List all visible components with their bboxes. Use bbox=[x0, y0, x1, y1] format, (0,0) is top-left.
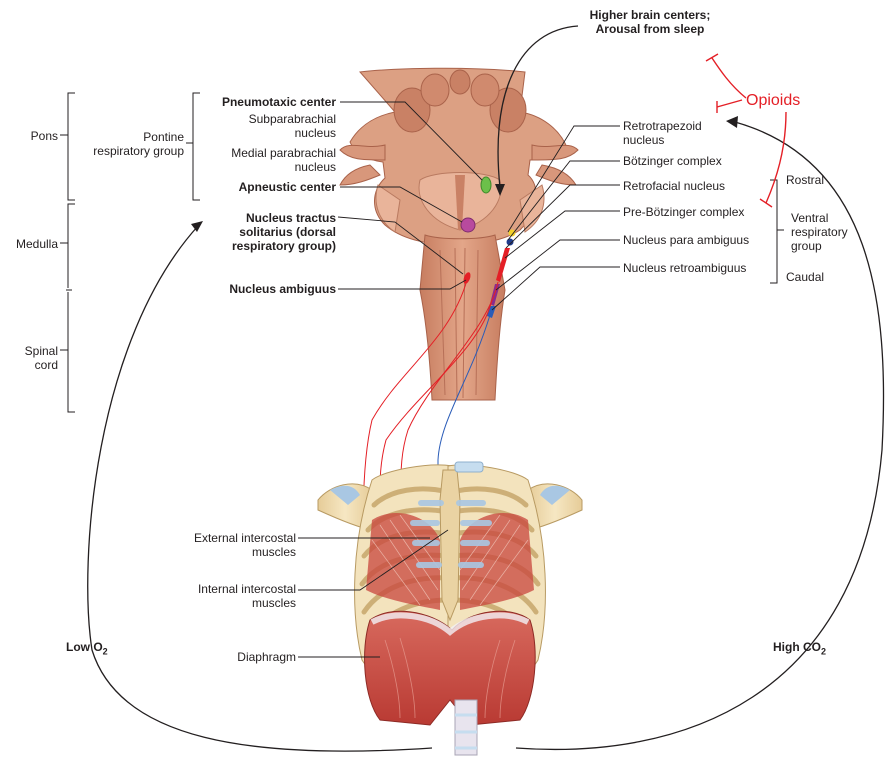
retrofacial-label: Retrofacial nucleus bbox=[623, 179, 725, 193]
internal-line1: Internal intercostal bbox=[130, 582, 296, 596]
nts-line2: solitarius (dorsal bbox=[170, 225, 336, 239]
nts-line1: Nucleus tractus bbox=[170, 211, 336, 225]
higher-brain-line2: Arousal from sleep bbox=[575, 22, 725, 36]
retrotrapezoid-line1: Retrotrapezoid bbox=[623, 119, 702, 133]
pons-label: Pons bbox=[10, 129, 58, 143]
nucleus-ambiguus-label: Nucleus ambiguus bbox=[170, 282, 336, 296]
vrg-label: Ventral respiratory group bbox=[791, 211, 848, 253]
nts-label: Nucleus tractus solitarius (dorsal respi… bbox=[170, 211, 336, 253]
pontine-line2: respiratory group bbox=[78, 144, 184, 158]
spinal-line1: Spinal bbox=[0, 344, 58, 358]
thorax bbox=[318, 462, 582, 755]
medulla-label: Medulla bbox=[0, 237, 58, 251]
retrotrapezoid-line2: nucleus bbox=[623, 133, 702, 147]
botzinger-label: Bötzinger complex bbox=[623, 154, 722, 168]
pontine-respiratory-group-label: Pontine respiratory group bbox=[78, 130, 184, 158]
internal-intercostal-label: Internal intercostal muscles bbox=[130, 582, 296, 610]
vrg-line3: group bbox=[791, 239, 848, 253]
retroambiguus-label: Nucleus retroambiguus bbox=[623, 261, 746, 275]
external-line2: muscles bbox=[130, 545, 296, 559]
vrg-line1: Ventral bbox=[791, 211, 848, 225]
spinal-line2: cord bbox=[0, 358, 58, 372]
diaphragm-label: Diaphragm bbox=[130, 650, 296, 664]
rostral-label: Rostral bbox=[786, 173, 824, 187]
retrotrapezoid-label: Retrotrapezoid nucleus bbox=[623, 119, 702, 147]
external-line1: External intercostal bbox=[130, 531, 296, 545]
apneustic-center-marker bbox=[461, 218, 475, 232]
apneustic-center-label: Apneustic center bbox=[170, 180, 336, 194]
low-o2-label: Low O2 bbox=[66, 640, 108, 658]
internal-line2: muscles bbox=[130, 596, 296, 610]
caudal-label: Caudal bbox=[786, 270, 824, 284]
para-ambiguus-label: Nucleus para ambiguus bbox=[623, 233, 749, 247]
pontine-line1: Pontine bbox=[78, 130, 184, 144]
medial-parabrachial-label: Medial parabrachial nucleus bbox=[170, 146, 336, 174]
spinal-cord-label: Spinal cord bbox=[0, 344, 58, 372]
subparabrachial-line2: nucleus bbox=[170, 126, 336, 140]
low-o2-text: Low O bbox=[66, 640, 103, 654]
medial-line2: nucleus bbox=[170, 160, 336, 174]
high-co2-text: High CO bbox=[773, 640, 821, 654]
medial-line1: Medial parabrachial bbox=[170, 146, 336, 160]
nts-line3: respiratory group) bbox=[170, 239, 336, 253]
prebotzinger-label: Pre-Bötzinger complex bbox=[623, 205, 744, 219]
subparabrachial-label: Subparabrachial nucleus bbox=[170, 112, 336, 140]
pneumotaxic-center-label: Pneumotaxic center bbox=[170, 95, 336, 109]
pneumotaxic-center-marker bbox=[481, 177, 491, 193]
vrg-line2: respiratory bbox=[791, 225, 848, 239]
vrg-bracket bbox=[770, 180, 784, 283]
subparabrachial-line1: Subparabrachial bbox=[170, 112, 336, 126]
higher-brain-centers-label: Higher brain centers; Arousal from sleep bbox=[575, 8, 725, 36]
external-intercostal-label: External intercostal muscles bbox=[130, 531, 296, 559]
high-co2-label: High CO2 bbox=[773, 640, 826, 658]
medulla-spinal-cord bbox=[420, 235, 505, 400]
low-o2-subscript: 2 bbox=[103, 646, 108, 656]
high-co2-subscript: 2 bbox=[821, 646, 826, 656]
opioids-label: Opioids bbox=[746, 92, 800, 110]
higher-brain-line1: Higher brain centers; bbox=[575, 8, 725, 22]
